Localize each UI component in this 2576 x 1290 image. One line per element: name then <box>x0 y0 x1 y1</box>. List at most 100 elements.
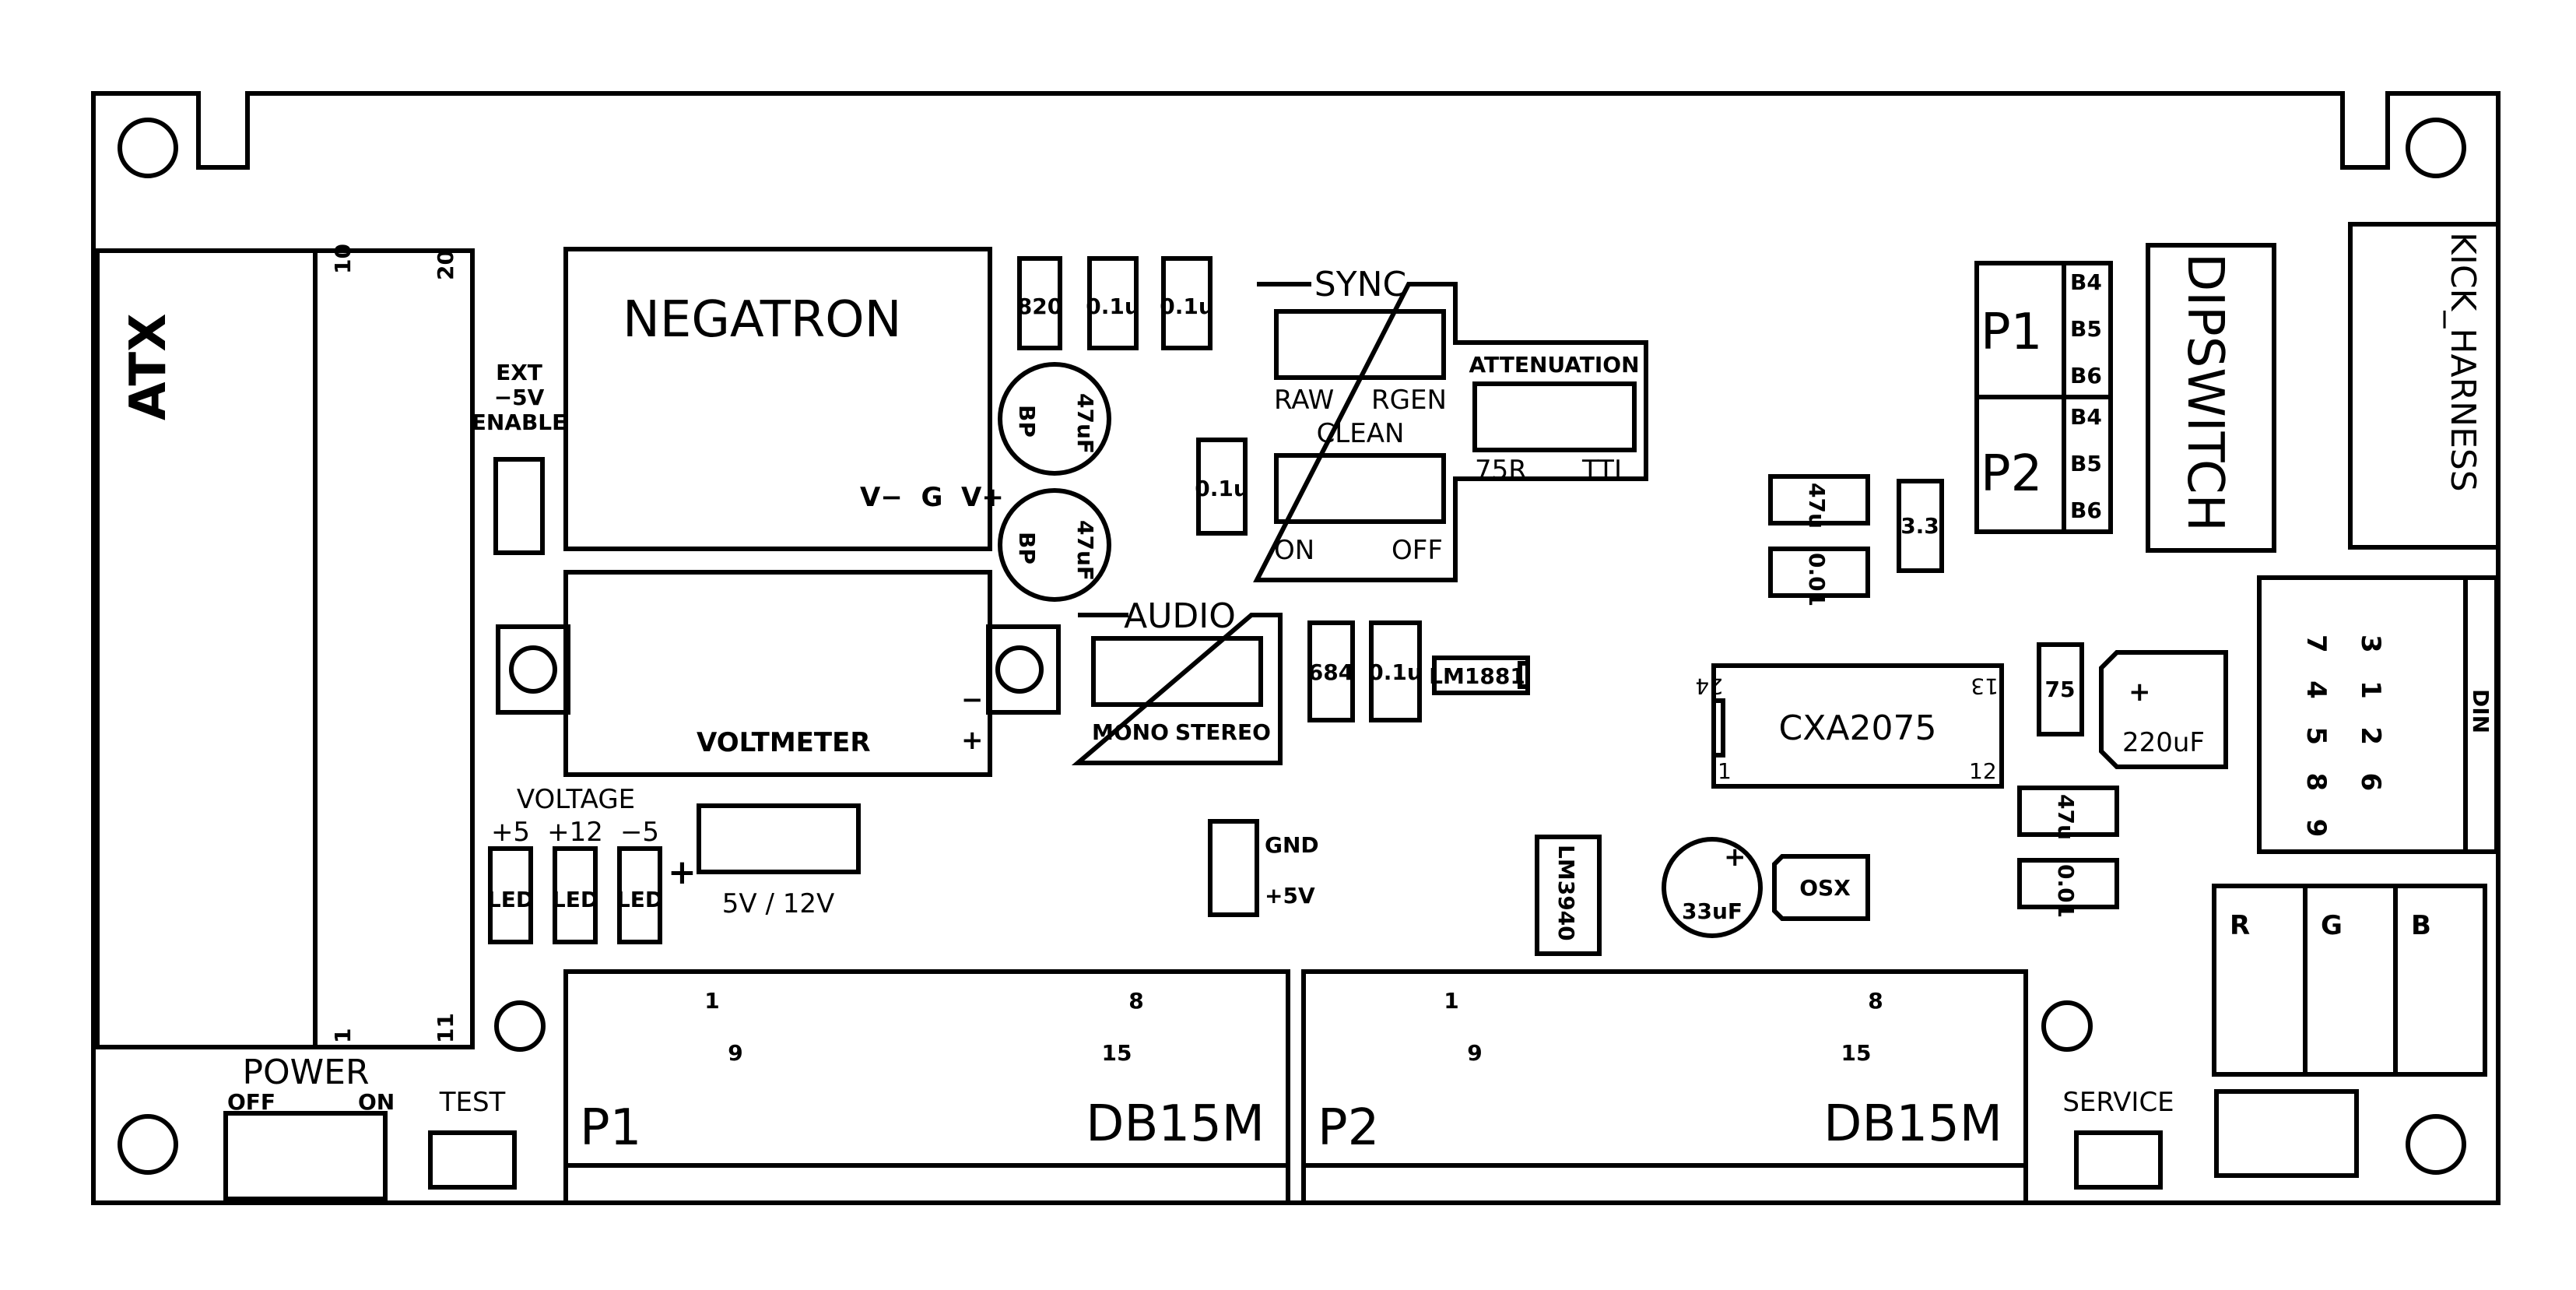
voltage-title: VOLTAGE <box>517 784 635 815</box>
sync-raw-rgen-jumper[interactable] <box>1274 309 1446 380</box>
sync-raw: RAW <box>1274 385 1334 416</box>
cap-0.01-b <box>2017 858 2119 909</box>
test-button[interactable] <box>428 1130 517 1190</box>
sync-block <box>1253 282 1648 582</box>
service-label: SERVICE <box>2062 1087 2174 1118</box>
sync-on-off-jumper[interactable] <box>1274 453 1446 524</box>
ext-label-2: −5V <box>494 385 545 410</box>
cxa-pin24: 24 <box>1695 673 1723 699</box>
db15-p1-type: DB15M <box>1086 1095 1265 1153</box>
cxa-pin1: 1 <box>1718 758 1732 784</box>
led-5v <box>488 846 533 944</box>
mounting-hole-p2 <box>2041 1000 2093 1052</box>
switch-plus: + <box>668 852 697 892</box>
c220-label: 220uF <box>2122 727 2205 758</box>
cap-0.1u-d <box>1369 620 1422 722</box>
ext-label-1: EXT <box>496 360 542 385</box>
osx-oscillator <box>1772 854 1870 921</box>
test-label: TEST <box>439 1087 506 1118</box>
cap-47uf-b <box>998 488 1111 602</box>
r33-label: 3.3 <box>1900 513 1939 539</box>
cap-0.01-a <box>1768 547 1870 598</box>
pmap-p2: P2 <box>1981 445 2042 503</box>
rgb-b-label: B <box>2411 910 2431 941</box>
atx-pin-11: 11 <box>433 1013 458 1043</box>
negatron-module <box>563 247 992 551</box>
c47a-label: 47uF <box>1072 393 1098 454</box>
cap-0.1u-b <box>1161 256 1213 350</box>
lm3940-regulator <box>1535 835 1602 956</box>
mounting-hole-bl <box>118 1114 178 1175</box>
negatron-pins: V− G V+ <box>860 482 1004 513</box>
db15-p1-pin8: 8 <box>1128 988 1143 1014</box>
db15-p2-pin15: 15 <box>1841 1040 1872 1066</box>
cap-220uf <box>2099 650 2228 769</box>
atx-label: ATX <box>120 313 177 420</box>
c33-label: 33uF <box>1682 898 1742 924</box>
c220-plus: + <box>2129 677 2151 708</box>
cap-47uf-a <box>998 362 1111 476</box>
service-button[interactable] <box>2074 1130 2163 1190</box>
db15-p2-pin9: 9 <box>1467 1040 1482 1066</box>
mounting-hole-br <box>2406 1114 2466 1175</box>
switch-5v-12v[interactable] <box>697 803 861 874</box>
pmap-p2-b5: B5 <box>2070 451 2102 476</box>
rgb-g-label: G <box>2321 910 2343 941</box>
c47u-a-label: 47u <box>1804 483 1830 529</box>
dipswitch[interactable] <box>2146 243 2276 553</box>
c01a-label: 0.1u <box>1086 294 1140 319</box>
sync-title: SYNC <box>1314 265 1406 304</box>
power-switch[interactable] <box>223 1111 388 1201</box>
ext-enable-jumper[interactable] <box>493 457 545 555</box>
rgb-connector <box>2212 884 2487 1077</box>
db15-p2-name: P2 <box>1318 1099 1379 1157</box>
voltmeter-minus: − <box>961 684 984 715</box>
led-12v <box>553 846 598 944</box>
db15-p1 <box>563 969 1290 1205</box>
audio-stereo: STEREO <box>1175 719 1271 745</box>
led-label-2: LED <box>552 887 598 912</box>
voltmeter-plus: + <box>961 725 984 756</box>
mounting-hole-tl <box>118 118 178 178</box>
c684-label: 684 <box>1308 659 1353 685</box>
db15-p1-name: P1 <box>580 1099 641 1157</box>
pmap-p1-b5: B5 <box>2070 316 2102 342</box>
c47a-bp: BP <box>1014 405 1040 438</box>
v5-label: +5V <box>1265 883 1315 909</box>
led-label-3: LED <box>616 887 663 912</box>
db15-p2-pin8: 8 <box>1868 988 1883 1014</box>
din-row-2: 7 4 5 8 9 <box>2301 634 2332 837</box>
audio-block <box>1071 613 1283 765</box>
cap-33uf <box>1662 837 1763 938</box>
sync-clean: CLEAN <box>1317 418 1405 449</box>
audio-mono-stereo-jumper[interactable] <box>1091 636 1263 707</box>
resistor-75 <box>2037 642 2084 736</box>
c47b-bp: BP <box>1014 532 1040 564</box>
r75-label: 75 <box>2045 677 2076 702</box>
din-label: DIN <box>2468 689 2494 733</box>
cap-0.1u-c <box>1196 438 1248 536</box>
mounting-hole-p1 <box>494 1000 546 1052</box>
switch-5v12v-label: 5V / 12V <box>722 888 834 919</box>
din-connector <box>2257 575 2499 854</box>
r820-label: 820 <box>1017 294 1062 319</box>
pmap-p2-b4: B4 <box>2070 404 2102 430</box>
led-label-1: LED <box>487 887 534 912</box>
db15-p1-pin15: 15 <box>1102 1040 1132 1066</box>
voltmeter-module <box>563 570 992 777</box>
pmap-p2-b6: B6 <box>2070 497 2102 523</box>
audio-mono: MONO <box>1092 719 1169 745</box>
sync-ttl: TTL <box>1581 455 1629 486</box>
cap-0.1u-a <box>1087 256 1139 350</box>
atx-pin-10: 10 <box>330 244 356 274</box>
power-off-label: OFF <box>227 1089 275 1115</box>
attenuation-jumper[interactable] <box>1472 381 1637 452</box>
audio-title: AUDIO <box>1124 596 1236 636</box>
cap-47u-b <box>2017 786 2119 837</box>
din-row-1: 3 1 2 6 <box>2355 634 2386 791</box>
c01c-label: 0.1u <box>1195 476 1249 501</box>
atx-connector <box>95 248 475 1049</box>
cap-684 <box>1307 620 1355 722</box>
sync-off: OFF <box>1392 535 1443 566</box>
